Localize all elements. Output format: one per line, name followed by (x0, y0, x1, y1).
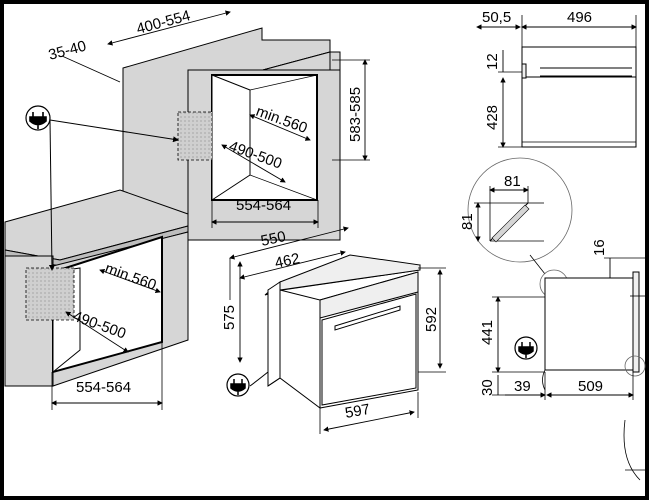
power-plug-icon (25, 105, 51, 131)
dim-35-40: 35-40 (47, 38, 88, 64)
dim-592: 592 (423, 307, 440, 332)
dim-12: 12 (484, 53, 501, 70)
socket-zone-lower (25, 267, 75, 321)
dim-583-585: 583-585 (347, 87, 364, 142)
dim-554-564-lower: 554-564 (76, 379, 131, 396)
detail-view: 81 81 (459, 157, 573, 275)
oven-perspective (249, 254, 421, 409)
power-plug-icon (226, 373, 250, 397)
dim-496: 496 (567, 9, 592, 26)
dim-550: 550 (259, 228, 287, 250)
dim-575: 575 (221, 305, 238, 330)
dim-81-horizontal: 81 (504, 173, 521, 190)
dim-597: 597 (344, 401, 372, 422)
dim-39: 39 (514, 378, 531, 395)
power-plug-icon (514, 336, 538, 360)
dim-30: 30 (479, 379, 496, 396)
dim-554-564-upper: 554-564 (236, 197, 291, 214)
dim-81-vertical: 81 (459, 213, 476, 230)
dim-462: 462 (273, 250, 301, 272)
side-view-dimensions: 50,5 496 12 428 (476, 9, 637, 148)
oven-dimensions: 550 462 575 592 597 (221, 226, 446, 434)
dim-509: 509 (578, 378, 603, 395)
section-view (539, 269, 646, 481)
side-view (521, 46, 637, 148)
dim-400-554: 400-554 (135, 7, 193, 38)
section-dimensions: 16 441 30 39 509 (479, 239, 646, 400)
dim-50-5: 50,5 (482, 9, 511, 26)
dim-16: 16 (591, 239, 608, 256)
socket-zone-upper (177, 111, 213, 161)
dim-428: 428 (484, 105, 501, 130)
dim-441: 441 (479, 320, 496, 345)
